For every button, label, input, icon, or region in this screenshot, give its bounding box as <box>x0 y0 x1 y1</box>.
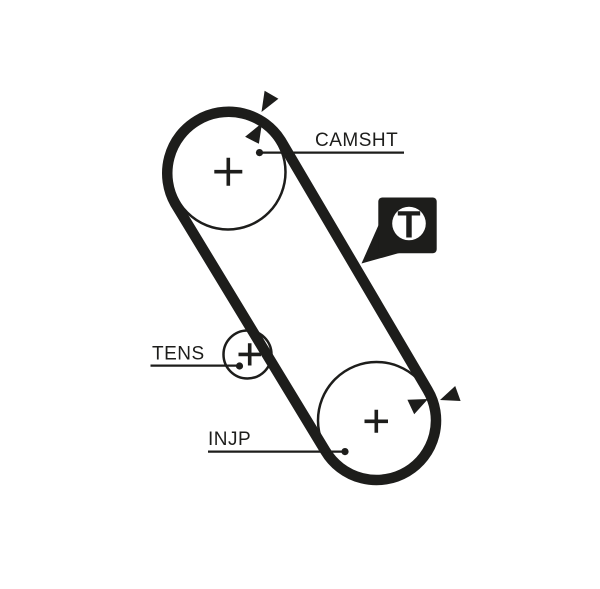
camshaft-label: CAMSHT <box>315 130 398 151</box>
tensioner-center-cross-icon <box>238 343 261 366</box>
injection-pump-leader-dot <box>341 448 349 456</box>
timing-marker-badge: T <box>361 197 437 264</box>
camshaft-inner-timing-mark-arrow-icon <box>245 123 262 144</box>
injection-pump-label: INJP <box>208 429 251 450</box>
injection-pump-center-cross-icon <box>364 409 388 433</box>
injection-pump-outer-timing-mark-arrow-icon <box>440 386 461 401</box>
tensioner-leader-dot <box>235 362 244 370</box>
tensioner-label: TENS <box>152 344 205 365</box>
timing-marker-symbol: T <box>397 205 420 247</box>
camshaft-center-cross-icon <box>214 157 243 186</box>
timing-belt <box>162 106 442 486</box>
camshaft-leader-dot <box>255 149 264 157</box>
injection-pump-inner-timing-mark-arrow-icon <box>407 399 428 415</box>
camshaft-outer-timing-mark-arrow-icon <box>261 90 279 112</box>
t-marker-circle <box>392 206 426 241</box>
